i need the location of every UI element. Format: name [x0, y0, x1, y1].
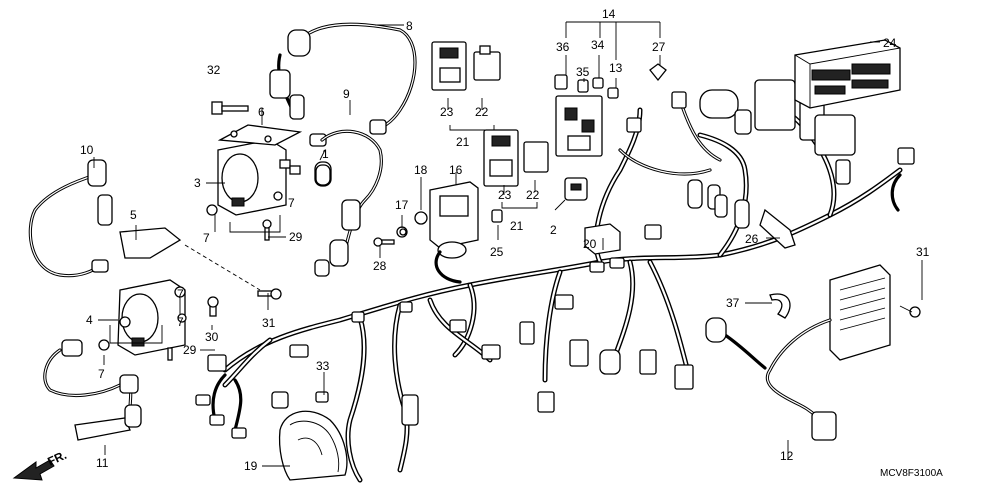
ignition-coil-lower	[98, 227, 187, 356]
callout-7-upper-right: 7	[288, 196, 295, 210]
callout-31-right: 31	[916, 245, 930, 259]
callout-8: 8	[406, 19, 413, 33]
cap-part	[315, 164, 331, 186]
callout-26: 26	[745, 232, 759, 246]
drawing-code: MCV8F3100A	[880, 468, 943, 479]
callout-7-upper-left: 7	[203, 231, 210, 245]
callout-5: 5	[130, 208, 137, 222]
upper-right-sub-harness	[618, 79, 915, 229]
callout-27: 27	[652, 40, 666, 54]
callout-32: 32	[207, 63, 221, 77]
horn	[271, 391, 348, 481]
callout-9: 9	[343, 87, 350, 101]
relay-group-upper	[431, 41, 501, 91]
callout-18: 18	[414, 163, 428, 177]
ecu-unit	[794, 39, 901, 109]
callout-22-middle: 22	[526, 188, 540, 202]
callout-34: 34	[591, 38, 605, 52]
callout-7-lower-left: 7	[98, 367, 105, 381]
callout-31-left: 31	[262, 316, 276, 330]
callout-21-upper: 21	[456, 135, 470, 149]
callout-22-upper: 22	[475, 105, 489, 119]
callout-3: 3	[194, 176, 201, 190]
callout-16: 16	[449, 163, 463, 177]
callout-28: 28	[373, 259, 387, 273]
clamps	[759, 208, 796, 319]
bolt-32	[211, 101, 249, 115]
callout-29-upper: 29	[289, 230, 303, 244]
callout-29-lower: 29	[183, 343, 197, 357]
callout-17: 17	[395, 198, 409, 212]
callout-36: 36	[556, 40, 570, 54]
high-tension-cord-middle	[314, 129, 383, 277]
regulator-rectifier	[705, 264, 921, 441]
callout-21-middle: 21	[510, 219, 524, 233]
high-tension-cord-upper	[269, 22, 417, 187]
small-relays	[491, 177, 621, 255]
callout-25: 25	[490, 245, 504, 259]
front-marker-label: FR.	[45, 448, 68, 469]
callout-12: 12	[780, 449, 794, 463]
callout-10: 10	[80, 143, 94, 157]
callout-numbers: 8 9 1 6 32 3 7 7 29 31 10 5 4 7 7 7 29 3…	[80, 7, 943, 479]
ignition-coil-upper	[206, 124, 303, 216]
callout-23-upper: 23	[440, 105, 454, 119]
callout-20: 20	[583, 237, 597, 251]
callout-23-middle: 23	[498, 188, 512, 202]
callout-6: 6	[258, 105, 265, 119]
sub-harness-left	[195, 354, 247, 439]
relay-group-middle	[483, 129, 549, 187]
high-tension-cord-lower-left	[43, 339, 142, 441]
callout-37: 37	[726, 296, 740, 310]
callout-1: 1	[322, 147, 329, 161]
high-tension-cord-left	[28, 159, 113, 278]
callout-35: 35	[576, 65, 590, 79]
callout-14: 14	[602, 7, 616, 21]
fasteners	[167, 219, 407, 361]
callout-7-mid-right: 7	[177, 315, 184, 329]
harness-connectors	[289, 224, 694, 426]
callout-7-lower-right: 7	[177, 287, 184, 301]
callout-13: 13	[609, 61, 623, 75]
turn-signal-relay	[396, 181, 479, 284]
callout-33: 33	[316, 359, 330, 373]
leader-lines	[93, 21, 923, 467]
callout-24: 24	[883, 36, 897, 50]
callout-19: 19	[244, 459, 258, 473]
callout-11: 11	[96, 456, 109, 470]
front-direction-marker: FR.	[12, 448, 69, 481]
fuse-box	[554, 63, 667, 157]
callout-2: 2	[550, 223, 557, 237]
callout-30: 30	[205, 330, 219, 344]
callout-4: 4	[86, 313, 93, 327]
